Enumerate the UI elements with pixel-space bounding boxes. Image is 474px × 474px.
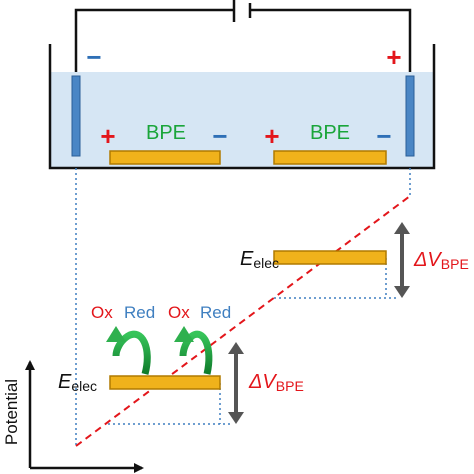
bpe-2-minus: − xyxy=(376,121,391,151)
reduction-arrow-1 xyxy=(106,326,151,375)
right-driving-electrode xyxy=(405,75,415,157)
wire-right xyxy=(250,8,412,96)
right-electrode-plus: + xyxy=(386,42,401,72)
upper-e-elec-label: Eelec xyxy=(240,248,279,271)
bpe-1-label: BPE xyxy=(146,122,186,144)
upper-bpe-potential-bar xyxy=(273,250,387,265)
bpe-1 xyxy=(109,150,221,165)
potential-axis-label: Potential xyxy=(2,379,21,445)
left-driving-electrode xyxy=(71,75,81,157)
lower-bpe-potential-bar xyxy=(109,375,221,390)
potential-gradient-line xyxy=(75,195,411,447)
left-electrode-minus: − xyxy=(86,42,101,72)
lower-delta-v-arrow xyxy=(228,342,244,424)
bpe-1-minus: − xyxy=(212,121,227,151)
lower-e-elec-label: Eelec xyxy=(58,371,97,394)
lower-delta-v-label: ΔVBPE xyxy=(248,371,304,394)
upper-delta-v-arrow xyxy=(394,222,410,298)
ox-label-2: Ox xyxy=(168,303,190,322)
bpe-2 xyxy=(273,150,387,165)
bpe-2-plus: + xyxy=(264,121,279,151)
potential-axis: Potential xyxy=(2,360,144,473)
wire-left xyxy=(74,8,234,96)
upper-delta-v-label: ΔVBPE xyxy=(413,249,469,272)
bpe-1-plus: + xyxy=(100,121,115,151)
red-label-1: Red xyxy=(124,303,155,322)
container-walls xyxy=(48,44,436,170)
bpe-2-label: BPE xyxy=(310,122,350,144)
external-circuit xyxy=(74,0,412,96)
red-label-2: Red xyxy=(200,303,231,322)
ox-label-1: Ox xyxy=(91,303,113,322)
reduction-arrow-2 xyxy=(174,326,213,375)
